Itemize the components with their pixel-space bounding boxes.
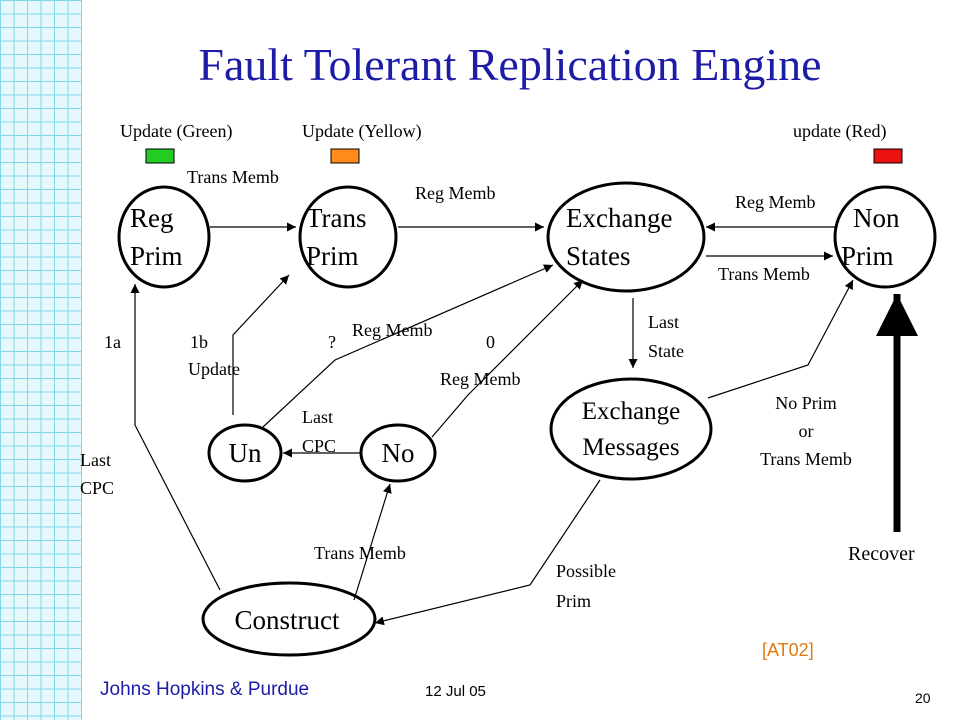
- arrow-un-to-exchange: [262, 264, 554, 428]
- non-prim-line2: Prim: [841, 241, 894, 271]
- label-or: or: [799, 421, 814, 441]
- label-prim: Prim: [556, 591, 591, 611]
- footer-institutions: Johns Hopkins & Purdue: [100, 679, 310, 700]
- un-label: Un: [229, 438, 262, 468]
- label-no-reg-memb: Reg Memb: [440, 369, 521, 389]
- label-construct-last-cpc-2: CPC: [80, 478, 114, 498]
- label-possible: Possible: [556, 561, 616, 581]
- arrow-construct-to-no: [353, 483, 392, 601]
- red-indicator-box: [873, 148, 903, 164]
- label-last-cpc-2: CPC: [302, 436, 336, 456]
- label-last-cpc-1: Last: [302, 407, 333, 427]
- label-update: Update: [188, 359, 240, 379]
- label-recover: Recover: [848, 543, 915, 565]
- indicator-green-label: Update (Green): [120, 121, 232, 142]
- arrow-no-to-exchange: [431, 279, 584, 438]
- label-trans-memb-right: Trans Memb: [760, 449, 852, 469]
- trans-prim-line1: Trans: [306, 203, 367, 233]
- page-title: Fault Tolerant Replication Engine: [198, 39, 822, 90]
- state-reg-prim: [117, 185, 211, 289]
- no-label: No: [382, 438, 415, 468]
- reg-prim-line2: Prim: [130, 241, 183, 271]
- arrow-messages-to-non: [707, 279, 854, 399]
- label-construct-trans-memb: Trans Memb: [314, 543, 406, 563]
- state-exchange-messages: [549, 377, 713, 481]
- reg-prim-line1: Reg: [130, 203, 174, 233]
- label-reg-to-trans: Trans Memb: [187, 167, 279, 187]
- page-number: 20: [915, 690, 931, 706]
- green-indicator-box: [145, 148, 175, 164]
- label-question: ?: [328, 332, 336, 352]
- arrow-un-to-trans: [232, 274, 290, 415]
- label-un-reg-memb: Reg Memb: [352, 320, 433, 340]
- state-un: [207, 423, 283, 483]
- indicator-yellow-label: Update (Yellow): [302, 121, 422, 142]
- label-1b: 1b: [190, 332, 208, 352]
- label-construct-last-cpc-1: Last: [80, 450, 111, 470]
- arrow-messages-to-construct: [374, 479, 601, 626]
- label-last-state-1: Last: [648, 312, 679, 332]
- exchange-messages-line1: Exchange: [582, 398, 681, 425]
- grid-decoration: [0, 0, 82, 720]
- exchange-states-line2: States: [566, 241, 631, 271]
- trans-prim-line2: Prim: [306, 241, 359, 271]
- indicator-red-label: update (Red): [793, 121, 886, 142]
- state-non-prim: [833, 185, 937, 289]
- yellow-indicator-box: [330, 148, 360, 164]
- label-last-state-2: State: [648, 341, 684, 361]
- non-prim-line1: Non: [853, 203, 900, 233]
- arrow-construct-to-reg: [130, 284, 221, 591]
- state-trans-prim: [298, 185, 398, 289]
- label-1a: 1a: [104, 332, 121, 352]
- label-no-prim: No Prim: [775, 393, 837, 413]
- state-exchange-states: [546, 181, 706, 293]
- grid-edge: [81, 0, 82, 720]
- label-exchange-to-non: Trans Memb: [718, 264, 810, 284]
- exchange-states-line1: Exchange: [566, 203, 672, 233]
- footer-date: 12 Jul 05: [425, 683, 486, 700]
- label-trans-to-exchange: Reg Memb: [415, 183, 496, 203]
- label-zero: 0: [486, 332, 495, 352]
- construct-label: Construct: [235, 605, 340, 635]
- exchange-messages-line2: Messages: [582, 434, 679, 461]
- reference-citation: [AT02]: [762, 640, 814, 660]
- label-non-to-exchange: Reg Memb: [735, 192, 816, 212]
